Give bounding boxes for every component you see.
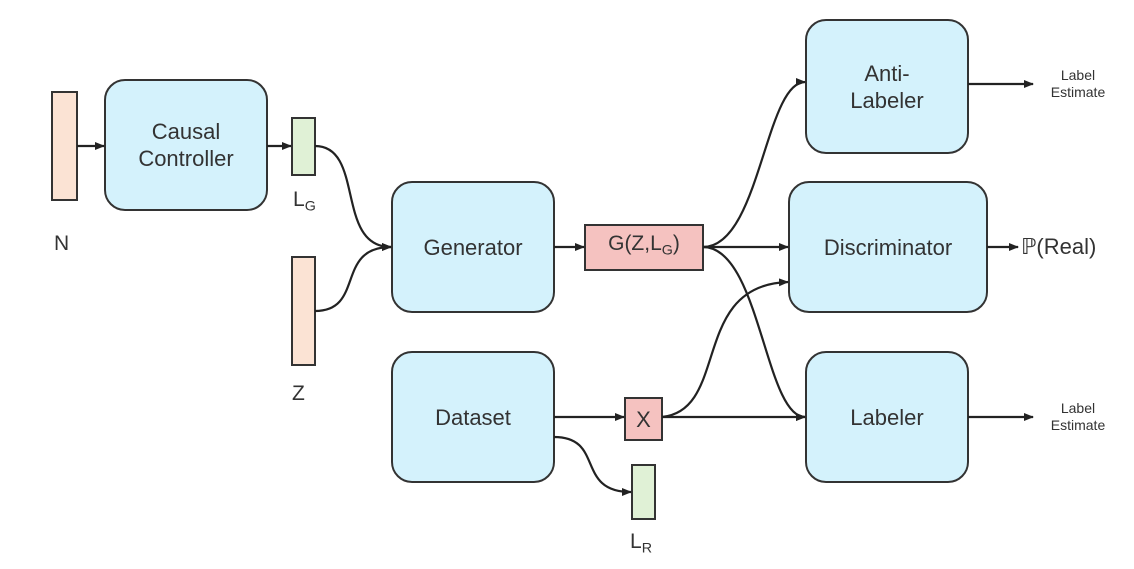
labeler-output-line1: Label — [1060, 400, 1096, 416]
anti-labeler-line2: Labeler — [850, 87, 924, 113]
x-sample-box — [624, 397, 663, 441]
arrow-dataset-to-lr — [553, 435, 632, 496]
anti-labeler-box — [805, 19, 969, 154]
anti-labeler-output-line2: Estimate — [1050, 84, 1106, 100]
anti-labeler-line1: Anti- — [864, 60, 910, 86]
anti-labeler-output: Label Estimate — [1038, 67, 1118, 101]
arrow-output-to-labeler — [702, 245, 806, 421]
noise-vector — [51, 91, 78, 201]
causal-controller-label: Causal Controller — [105, 80, 267, 210]
causal-controller-line2: Controller — [138, 146, 234, 171]
generator-label: Generator — [423, 234, 523, 260]
lr-vector — [631, 464, 656, 520]
lg-label-main: L — [293, 188, 305, 211]
anti-labeler-label: Anti- Labeler — [806, 20, 968, 153]
lr-label: LR — [630, 530, 652, 556]
arrow-lg-to-generator — [314, 144, 392, 251]
labeler-label: Labeler — [850, 404, 924, 430]
z-label: Z — [292, 382, 305, 405]
noise-label: N — [54, 232, 70, 255]
causal-controller-line1: Causal — [151, 119, 221, 144]
generated-output-prefix: G(Z,L — [608, 232, 662, 256]
lr-label-sub: R — [641, 540, 652, 557]
arrow-x-to-discriminator — [661, 278, 789, 419]
discriminator-output: ℙ(Real) — [1021, 234, 1097, 259]
discriminator-label: Discriminator — [823, 234, 953, 260]
z-vector — [291, 256, 316, 366]
lg-vector — [291, 117, 316, 176]
generated-output-label: G(Z,LG) — [585, 225, 703, 270]
dataset-label: Dataset — [435, 404, 511, 430]
generated-output-sub: G — [661, 242, 673, 259]
labeler-output-line2: Estimate — [1050, 417, 1106, 433]
lg-label: LG — [293, 188, 316, 214]
lr-label-main: L — [630, 530, 642, 553]
arrow-z-to-generator — [314, 243, 392, 313]
labeler-output: Label Estimate — [1038, 400, 1118, 434]
x-sample-label: X — [636, 406, 651, 432]
lg-label-sub: G — [304, 198, 316, 215]
arrow-output-to-anti-labeler — [702, 78, 806, 249]
generated-output-suffix: ) — [672, 232, 680, 256]
anti-labeler-output-line1: Label — [1060, 67, 1096, 83]
